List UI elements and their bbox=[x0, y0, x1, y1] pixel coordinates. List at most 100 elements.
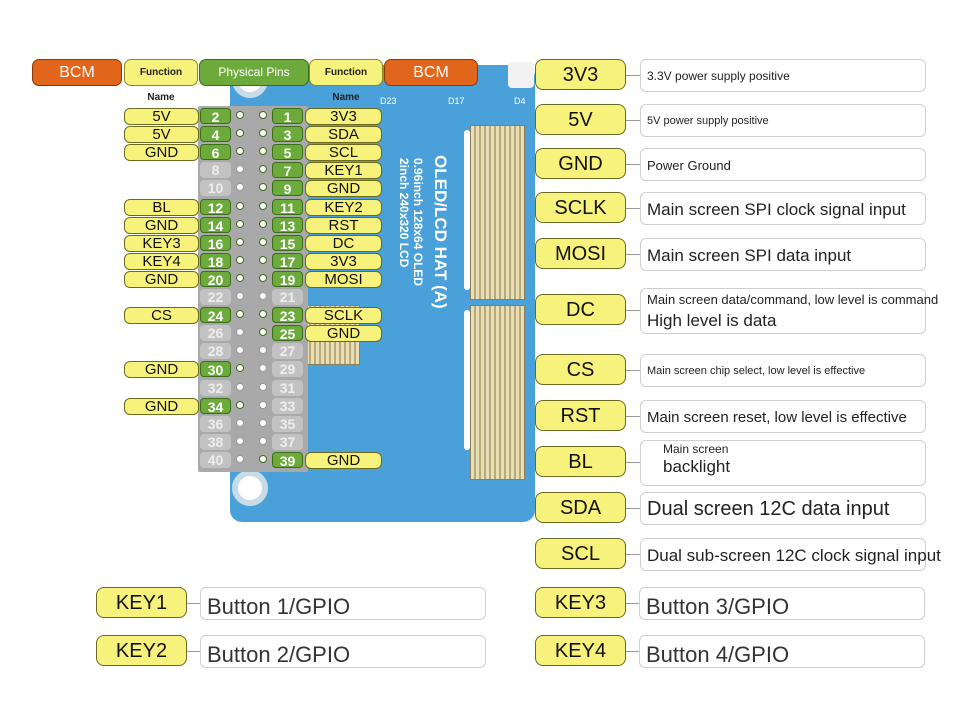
pin-dot bbox=[236, 310, 244, 319]
leader-line bbox=[626, 462, 640, 463]
leader-line bbox=[626, 554, 640, 555]
pin-dot bbox=[259, 382, 267, 391]
pin-15: 15 bbox=[272, 234, 303, 252]
pin-23: 23 bbox=[272, 307, 303, 324]
key-label-key4: KEY4 bbox=[535, 635, 626, 666]
legend-desc-5v: 5V power supply positive bbox=[640, 104, 926, 137]
pin-13: 13 bbox=[272, 216, 303, 234]
function-label: GND bbox=[124, 270, 199, 288]
pin-34: 34 bbox=[200, 397, 231, 415]
legend-desc-text: Dual sub-screen 12C clock signal input bbox=[647, 546, 941, 565]
legend-desc-text: Main screen SPI data input bbox=[647, 246, 852, 265]
function-label: MOSI bbox=[305, 270, 382, 288]
legend-desc-text: 3.3V power supply positive bbox=[647, 69, 790, 83]
legend-label-dc: DC bbox=[535, 294, 626, 325]
legend-desc-text: Power Ground bbox=[647, 158, 731, 173]
board-label: D17 bbox=[448, 96, 465, 106]
legend-desc-text: High level is data bbox=[647, 311, 777, 330]
pin-dot bbox=[236, 273, 244, 282]
pin-dot bbox=[259, 454, 267, 463]
pin-5: 5 bbox=[272, 144, 303, 161]
legend-label-3v3: 3V3 bbox=[535, 59, 626, 90]
pin-dot bbox=[259, 328, 267, 337]
board-slot bbox=[464, 130, 470, 290]
pin-6: 6 bbox=[200, 144, 231, 161]
leader-line bbox=[626, 370, 640, 371]
pin-37: 37 bbox=[272, 433, 303, 450]
pin-4: 4 bbox=[200, 126, 231, 143]
pin-dot bbox=[236, 165, 244, 174]
lcd-connector bbox=[470, 305, 525, 480]
pin-dot bbox=[259, 436, 267, 445]
mounting-hole bbox=[232, 470, 268, 506]
leader-line bbox=[626, 208, 640, 209]
pin-33: 33 bbox=[272, 397, 303, 414]
pin-dot bbox=[259, 183, 267, 192]
pin-38: 38 bbox=[200, 433, 231, 450]
function-label: KEY1 bbox=[305, 162, 382, 180]
legend-desc-text: Main screen chip select, low level is ef… bbox=[647, 365, 866, 377]
function-label: SCL bbox=[305, 144, 382, 162]
pin-dot bbox=[236, 400, 244, 409]
pin-dot bbox=[236, 183, 244, 192]
legend-desc-text: 5V power supply positive bbox=[647, 115, 769, 127]
pin-dot bbox=[259, 418, 267, 427]
pin-19: 19 bbox=[272, 270, 303, 288]
board-label: D4 bbox=[514, 96, 526, 106]
legend-label-gnd: GND bbox=[535, 148, 626, 179]
pin-27: 27 bbox=[272, 343, 303, 360]
pin-dot bbox=[236, 328, 244, 337]
pin-dot bbox=[259, 201, 267, 210]
pin-31: 31 bbox=[272, 379, 303, 396]
pin-24: 24 bbox=[200, 307, 231, 324]
key-desc-key3: Button 3/GPIO bbox=[639, 587, 925, 620]
board-label: D23 bbox=[380, 96, 397, 106]
pin-dot bbox=[259, 237, 267, 246]
pin-12: 12 bbox=[200, 198, 231, 216]
pin-dot bbox=[236, 219, 244, 228]
pin-dot bbox=[259, 147, 267, 156]
key-label-key1: KEY1 bbox=[96, 587, 187, 618]
leader-line bbox=[626, 416, 640, 417]
pin-dot bbox=[259, 165, 267, 174]
pin-dot bbox=[236, 364, 244, 373]
function-label: GND bbox=[124, 216, 199, 234]
switch bbox=[508, 62, 534, 88]
function-label: 3V3 bbox=[305, 252, 382, 270]
pin-9: 9 bbox=[272, 180, 303, 197]
function-label: DC bbox=[305, 234, 382, 252]
leader-line bbox=[626, 120, 640, 121]
legend-desc-text: Main screen reset, low level is effectiv… bbox=[647, 409, 907, 426]
legend-label-mosi: MOSI bbox=[535, 238, 626, 269]
function-label: SCLK bbox=[305, 307, 382, 325]
pin-dot bbox=[236, 454, 244, 463]
pin-40: 40 bbox=[200, 451, 231, 468]
bcm-header-right: BCM bbox=[384, 59, 478, 86]
pin-32: 32 bbox=[200, 379, 231, 396]
leader-line bbox=[626, 651, 640, 652]
legend-desc-mosi: Main screen SPI data input bbox=[640, 238, 926, 271]
pin-dot bbox=[259, 219, 267, 228]
pin-16: 16 bbox=[200, 234, 231, 252]
pin-dot bbox=[236, 346, 244, 355]
key-desc-key2: Button 2/GPIO bbox=[200, 635, 486, 668]
legend-desc-gnd: Power Ground bbox=[640, 148, 926, 181]
legend-label-cs: CS bbox=[535, 354, 626, 385]
pin-dot bbox=[236, 255, 244, 264]
leader-line bbox=[626, 603, 640, 604]
function-label: 5V bbox=[124, 126, 199, 144]
legend-desc-text: Main screen bbox=[663, 442, 729, 456]
pin-17: 17 bbox=[272, 252, 303, 270]
pin-dot bbox=[259, 346, 267, 355]
function-name-header-left: Function Name bbox=[124, 59, 198, 103]
pin-dot bbox=[236, 418, 244, 427]
key-desc-key1: Button 1/GPIO bbox=[200, 587, 486, 620]
function-label: KEY4 bbox=[124, 252, 199, 270]
function-label: GND bbox=[124, 144, 199, 162]
pin-20: 20 bbox=[200, 270, 231, 288]
function-label: RST bbox=[305, 216, 382, 234]
function-label: GND bbox=[305, 325, 382, 343]
legend-label-sda: SDA bbox=[535, 492, 626, 523]
legend-desc-text: Main screen data/command, low level is c… bbox=[647, 292, 939, 307]
pin-dot bbox=[259, 273, 267, 282]
